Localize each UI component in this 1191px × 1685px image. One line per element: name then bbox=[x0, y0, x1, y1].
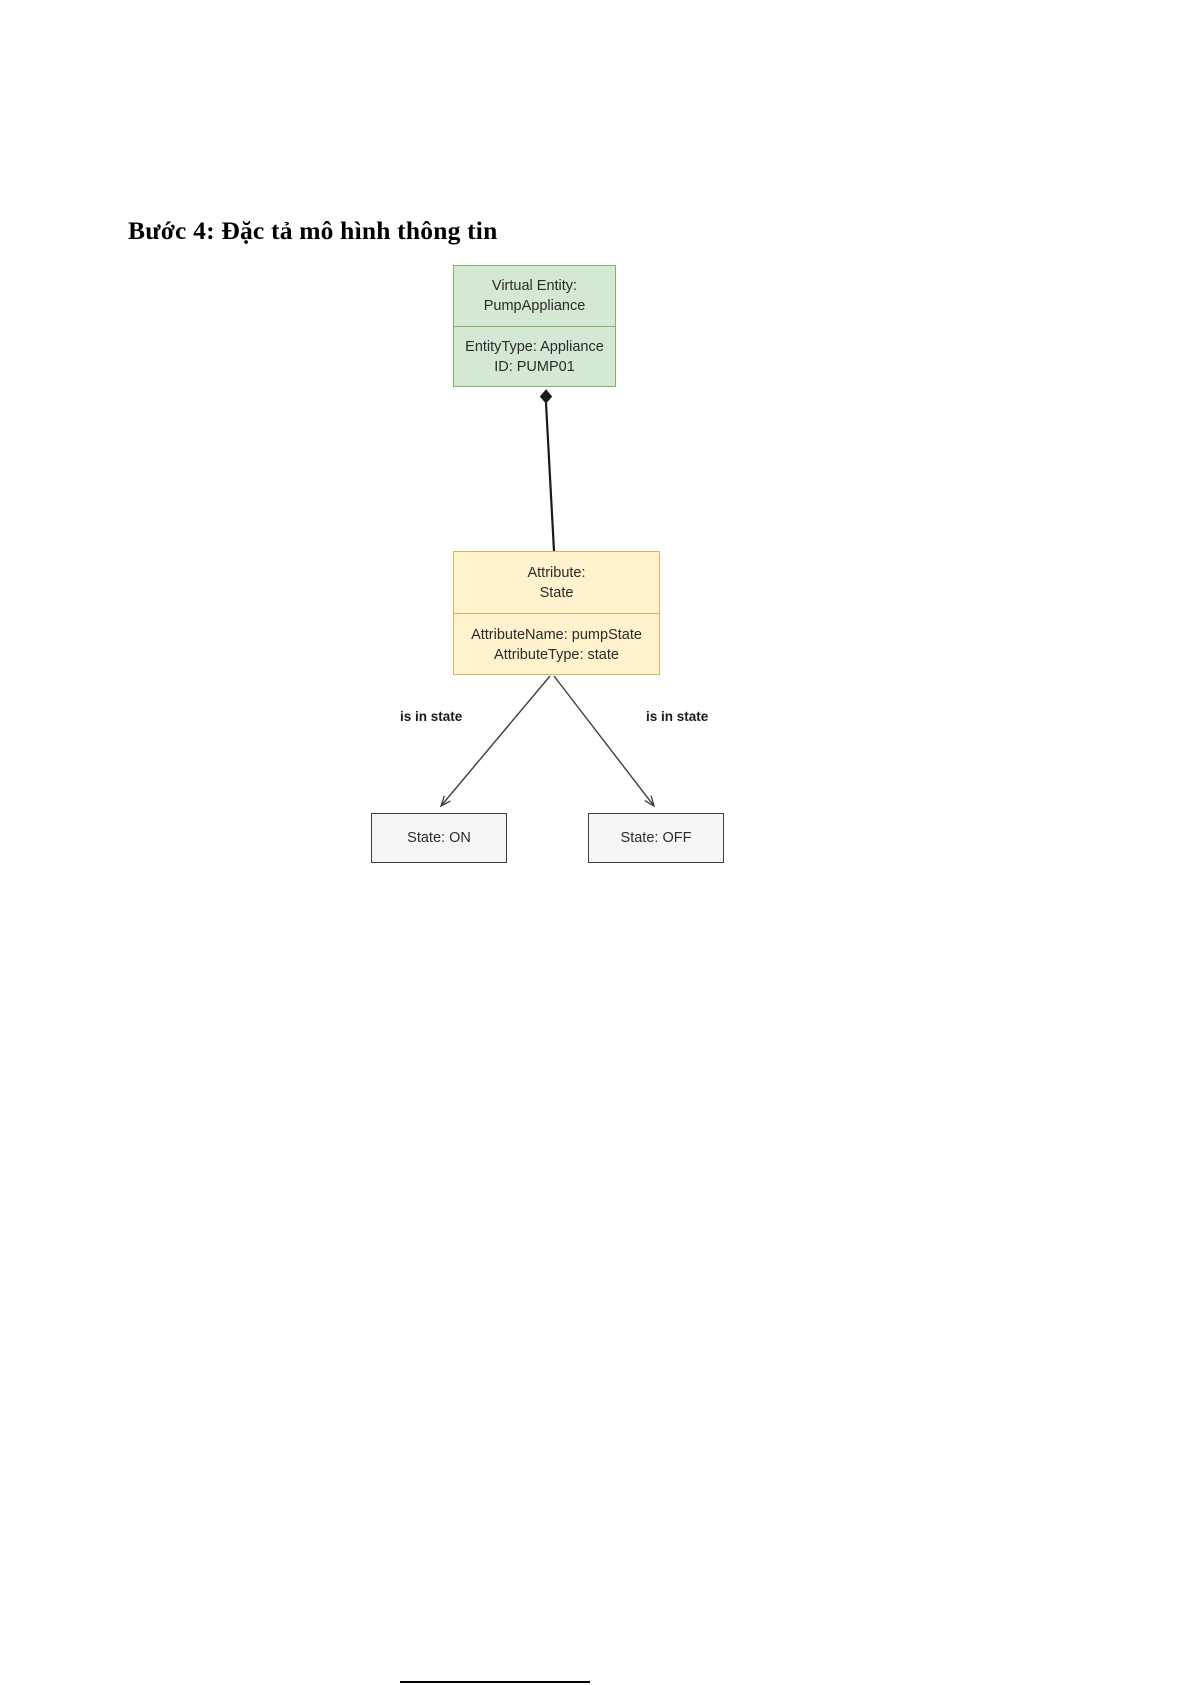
virtual-entity-title-line2: PumpAppliance bbox=[483, 298, 586, 314]
page-title: Bước 4: Đặc tả mô hình thông tin bbox=[128, 216, 498, 245]
virtual-entity-id: ID: PUMP01 bbox=[494, 359, 575, 375]
virtual-entity-entitytype: EntityType: Appliance bbox=[465, 339, 604, 355]
state-off-label: State: OFF bbox=[620, 830, 692, 846]
edge-label-is-in-state-left: is in state bbox=[400, 709, 463, 724]
edge-entity-attribute bbox=[544, 402, 556, 552]
node-virtual-entity[interactable]: Virtual Entity: PumpAppliance EntityType… bbox=[453, 265, 616, 387]
state-on-label: State: ON bbox=[407, 830, 471, 846]
attribute-type: AttributeType: state bbox=[494, 646, 619, 663]
attribute-title-line2: State bbox=[539, 584, 574, 601]
virtual-entity-title-line1: Virtual Entity: bbox=[491, 278, 578, 294]
composition-diamond-icon bbox=[539, 389, 553, 404]
edge-attribute-state-off bbox=[553, 675, 656, 808]
virtual-entity-details: EntityType: Appliance ID: PUMP01 bbox=[454, 327, 615, 387]
node-state-off[interactable]: State: OFF bbox=[588, 813, 724, 863]
attribute-name: AttributeName: pumpState bbox=[471, 626, 642, 643]
attribute-header: Attribute: State bbox=[454, 552, 659, 614]
attribute-title-line1: Attribute: bbox=[527, 564, 586, 581]
edge-attribute-state-on bbox=[439, 675, 551, 808]
virtual-entity-header: Virtual Entity: PumpAppliance bbox=[454, 266, 615, 327]
node-state-on[interactable]: State: ON bbox=[371, 813, 507, 863]
node-attribute[interactable]: Attribute: State AttributeName: pumpStat… bbox=[453, 551, 660, 675]
attribute-details: AttributeName: pumpState AttributeType: … bbox=[454, 614, 659, 675]
footer-divider bbox=[400, 1681, 590, 1683]
edge-label-is-in-state-right: is in state bbox=[646, 709, 709, 724]
